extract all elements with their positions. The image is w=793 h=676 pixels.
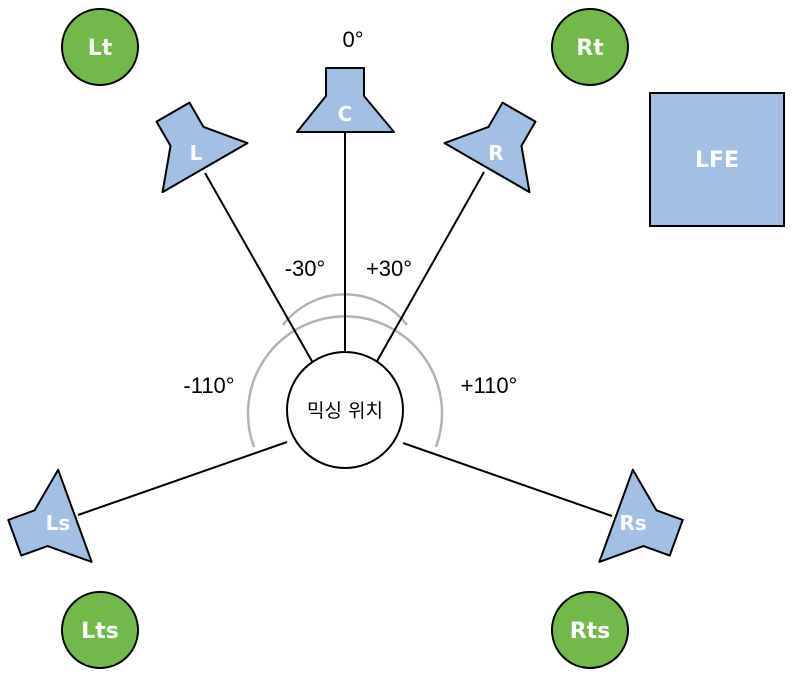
mixing-position-circle [286,351,404,469]
top-speaker-rts-label: Rts [570,619,611,644]
top-speaker-right-top: Rt [551,8,629,86]
speaker-left: L [155,101,249,194]
top-speaker-rt-circle [551,8,629,86]
angle-label-right: +30° [366,256,412,281]
lfe-speaker: LFE [649,92,785,227]
speaker-left-surround: Ls [7,468,93,563]
angle-label-left: -30° [285,256,326,281]
lfe-box [649,92,785,227]
top-speaker-rt-label: Rt [576,36,604,61]
speaker-left-shape [155,101,249,194]
line-to-left-surround [77,441,288,516]
speaker-right-label: R [488,141,503,165]
top-speaker-rts-circle [551,591,629,669]
speaker-left-label: L [190,141,203,165]
top-speaker-lts-label: Lts [81,619,119,644]
top-speaker-right-top-surround: Rts [551,591,629,669]
speaker-center-label: C [338,102,353,126]
top-speaker-lt-label: Lt [88,36,113,61]
speaker-right-shape [443,101,537,194]
speaker-right-surround: Rs [598,468,684,563]
top-speaker-lts-circle [61,591,139,669]
speaker-center: C [296,67,395,133]
speaker-left-surround-shape [7,468,93,563]
lfe-label: LFE [695,148,739,173]
line-to-right [375,171,485,364]
speaker-right-surround-label: Rs [619,511,646,535]
speaker-left-surround-label: Ls [46,511,71,535]
top-speaker-left-top-surround: Lts [61,591,139,669]
top-speaker-left-top: Lt [61,8,139,86]
angle-label-left-surround: -110° [183,373,234,398]
angle-label-right-surround: +110° [461,373,518,398]
line-to-right-surround [402,442,613,517]
speaker-center-shape [296,67,395,133]
speaker-right: R [443,101,537,194]
top-speaker-lt-circle [61,8,139,86]
angle-label-center: 0° [342,27,363,52]
speaker-right-surround-shape [598,468,684,563]
line-to-left [204,172,314,364]
mixing-position-label: 믹싱 위치 [307,400,383,422]
